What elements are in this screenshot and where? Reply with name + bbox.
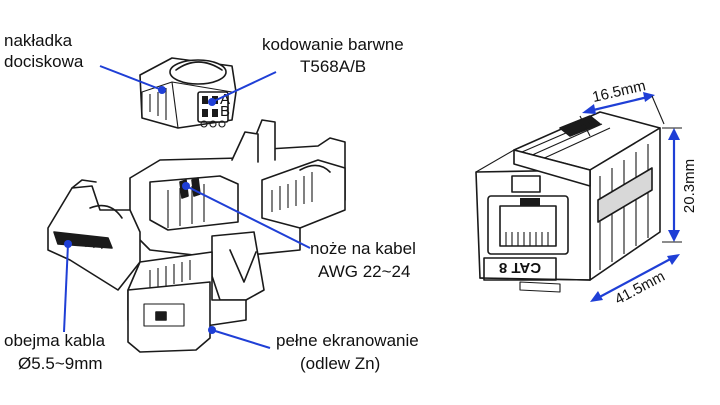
label-blades-line1: noże na kabel [310,239,416,258]
label-blades-line2: AWG 22~24 [318,262,410,281]
dim-depth-label: 41.5mm [612,268,668,308]
label-clamp-line1: obejma kabla [4,331,106,350]
label-color-code-line2: T568A/B [300,57,366,76]
keystone-body [47,119,346,353]
dimension-height: 20.3mm [662,127,698,243]
callout-cap [99,65,166,94]
callout-clamp [63,240,72,333]
exploded-keystone: A B [47,57,346,353]
callout-blades [182,182,311,249]
dim-width-label: 16.5mm [591,77,648,106]
label-shield-line1: pełne ekranowanie [276,331,419,350]
callout-color-code [208,71,277,106]
label-shield-line2: (odlew Zn) [300,354,380,373]
assembled-module: CAT 8 [475,111,661,293]
label-color-code-line1: kodowanie barwne [262,35,404,54]
label-cap-line2: dociskowa [4,52,84,71]
label-clamp-line2: Ø5.5~9mm [18,354,103,373]
cap-mark-b: B [220,103,230,120]
dim-height-label: 20.3mm [681,159,698,213]
callout-shield [208,326,271,349]
cap-mark-a: A [220,91,230,108]
label-cap-line1: nakładka [4,31,73,50]
module-marking: CAT 8 [499,259,541,276]
lacing-cap: A B [139,57,237,129]
